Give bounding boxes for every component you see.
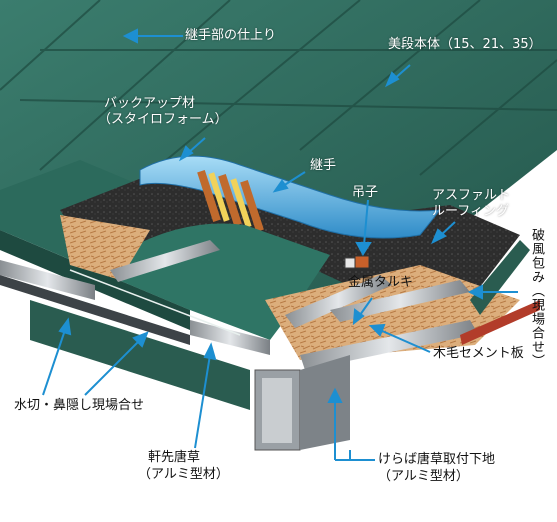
label-wood-cement-board: 木毛セメント板 [433,346,524,361]
label-main-body: 美段本体（15、21、35） [388,37,542,52]
label-asphalt-roofing-2: ルーフィング [432,204,509,219]
eave-profile-left [0,260,95,300]
eave-profile-mid [190,320,270,355]
label-asphalt-roofing-1: アスファルト [432,188,511,203]
metal-furring-2 [285,275,392,328]
label-eave-karakusa-2: （アルミ型材） [138,467,229,482]
panel-seams [0,0,557,191]
label-water-cut: 水切・鼻隠し現場合せ [14,398,145,413]
metal-furring-1 [110,240,220,282]
label-kerabakarakusa-1: けらば唐草取付下地 [378,452,496,467]
callout-arrows [42,28,518,461]
wood-cement-board-left [60,215,150,280]
verge-post-right [300,355,350,450]
asphalt-layer [60,165,520,300]
joint-strips [197,170,264,232]
fascia-lower [30,300,250,410]
fascia-board [0,275,190,345]
roof-panel-front [95,223,330,340]
label-backup-material-2: （スタイロフォーム） [98,112,228,127]
roof-ridge-line [69,269,241,336]
label-eave-karakusa-1: 軒先唐草 [148,450,201,465]
metal-furring-3 [330,280,470,322]
copper-trim [460,300,540,345]
label-kerabakarakusa-2: （アルミ型材） [378,469,469,484]
label-joint-finish: 継手部の仕上り [185,28,277,43]
verge-post-inner [262,378,292,443]
label-hanger: 吊子 [352,185,379,200]
wind-wrap-edge [470,240,530,315]
label-backup-material-1: バックアップ材 [104,96,196,111]
label-metal-furring: 金属タルキ [348,275,414,290]
label-wind-wrap: 破風包み（現場合せ） [529,228,544,368]
label-joint: 継手 [310,158,337,173]
